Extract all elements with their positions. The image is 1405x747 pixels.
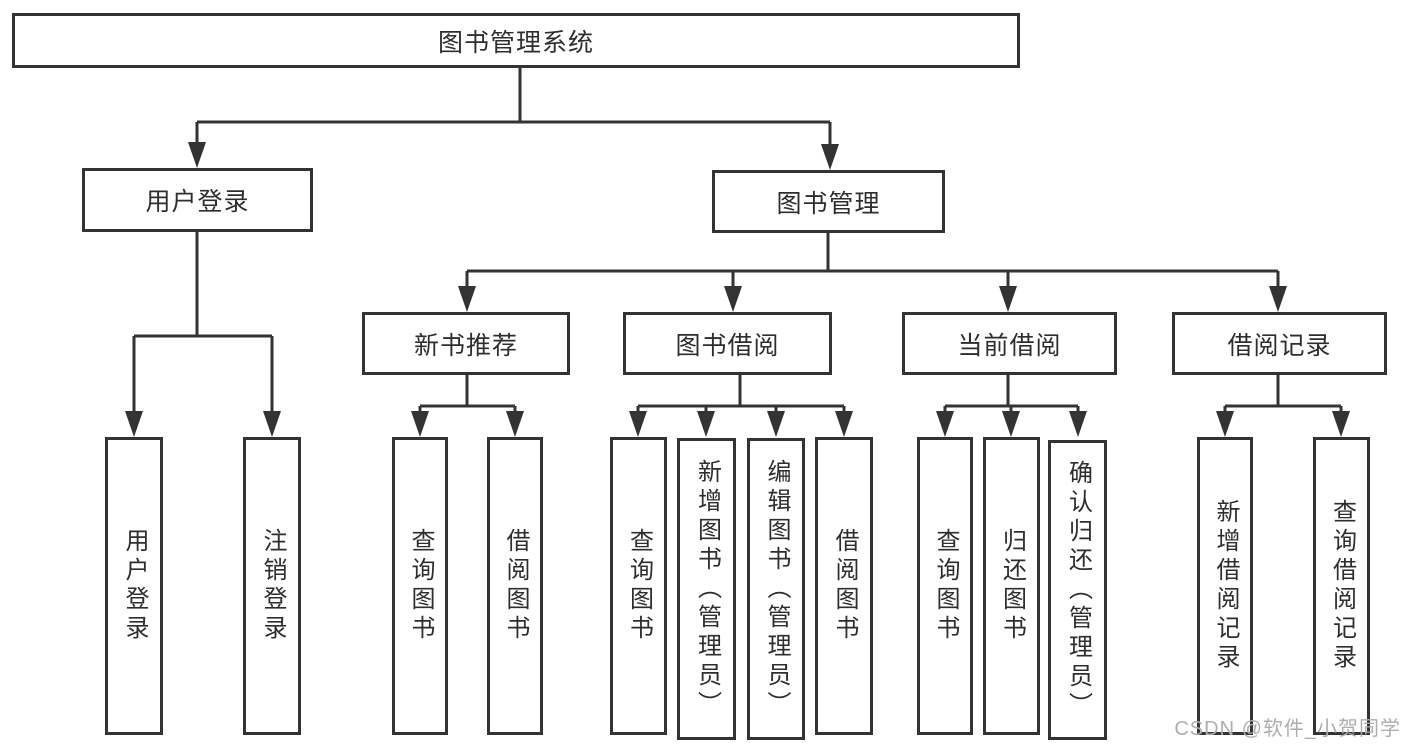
- leaf-label: 借阅图书: [502, 528, 529, 644]
- leaf-label: 用户登录: [121, 528, 148, 644]
- node-label: 图书借阅: [675, 331, 780, 360]
- csdn-watermark: CSDN @软件_小贺同学: [1174, 718, 1401, 740]
- leaf-edit-books-admin: 编辑图书（管理员）: [747, 438, 805, 740]
- leaf-borrow-query-books: 查询图书: [610, 437, 667, 735]
- leaf-logout: 注销登录: [243, 437, 301, 735]
- leaf-label: 借阅图书: [831, 528, 858, 644]
- leaf-label: 查询借阅记录: [1328, 499, 1356, 673]
- node-label: 当前借阅: [957, 331, 1062, 360]
- leaf-label: 查询图书: [407, 528, 434, 644]
- leaf-recommend-borrow-books: 借阅图书: [487, 437, 543, 735]
- leaf-recommend-query-books: 查询图书: [392, 437, 448, 735]
- node-book-borrow: 图书借阅: [623, 312, 832, 375]
- leaf-confirm-return-admin: 确认归还（管理员）: [1048, 440, 1107, 740]
- leaf-label: 查询图书: [625, 528, 653, 644]
- leaf-add-books-admin: 新增图书（管理员）: [677, 438, 736, 740]
- leaf-query-borrow-record: 查询借阅记录: [1313, 437, 1370, 735]
- node-borrow-records: 借阅记录: [1172, 312, 1387, 375]
- leaf-label: 确认归还（管理员）: [1064, 459, 1092, 721]
- leaf-label: 查询图书: [932, 528, 959, 644]
- node-user-login: 用户登录: [82, 168, 313, 232]
- leaf-add-borrow-record: 新增借阅记录: [1197, 437, 1253, 735]
- leaf-label: 新增图书（管理员）: [693, 458, 721, 720]
- leaf-label: 编辑图书（管理员）: [763, 458, 790, 720]
- leaf-label: 新增借阅记录: [1212, 499, 1239, 673]
- node-current-borrow: 当前借阅: [902, 312, 1117, 375]
- leaf-user-login: 用户登录: [105, 437, 163, 735]
- leaf-current-query-books: 查询图书: [917, 437, 973, 735]
- node-label: 图书管理系统: [437, 28, 594, 57]
- node-book-management: 图书管理: [712, 170, 945, 233]
- node-label: 用户登录: [145, 188, 250, 216]
- node-root-system: 图书管理系统: [12, 13, 1020, 68]
- leaf-borrow-books: 借阅图书: [815, 437, 873, 735]
- node-new-book-recommend: 新书推荐: [362, 312, 570, 375]
- leaf-label: 注销登录: [259, 528, 286, 644]
- node-label: 新书推荐: [413, 331, 518, 360]
- leaf-label: 归还图书: [998, 528, 1026, 644]
- node-label: 图书管理: [776, 189, 881, 218]
- node-label: 借阅记录: [1227, 331, 1332, 360]
- leaf-return-books: 归还图书: [983, 437, 1040, 735]
